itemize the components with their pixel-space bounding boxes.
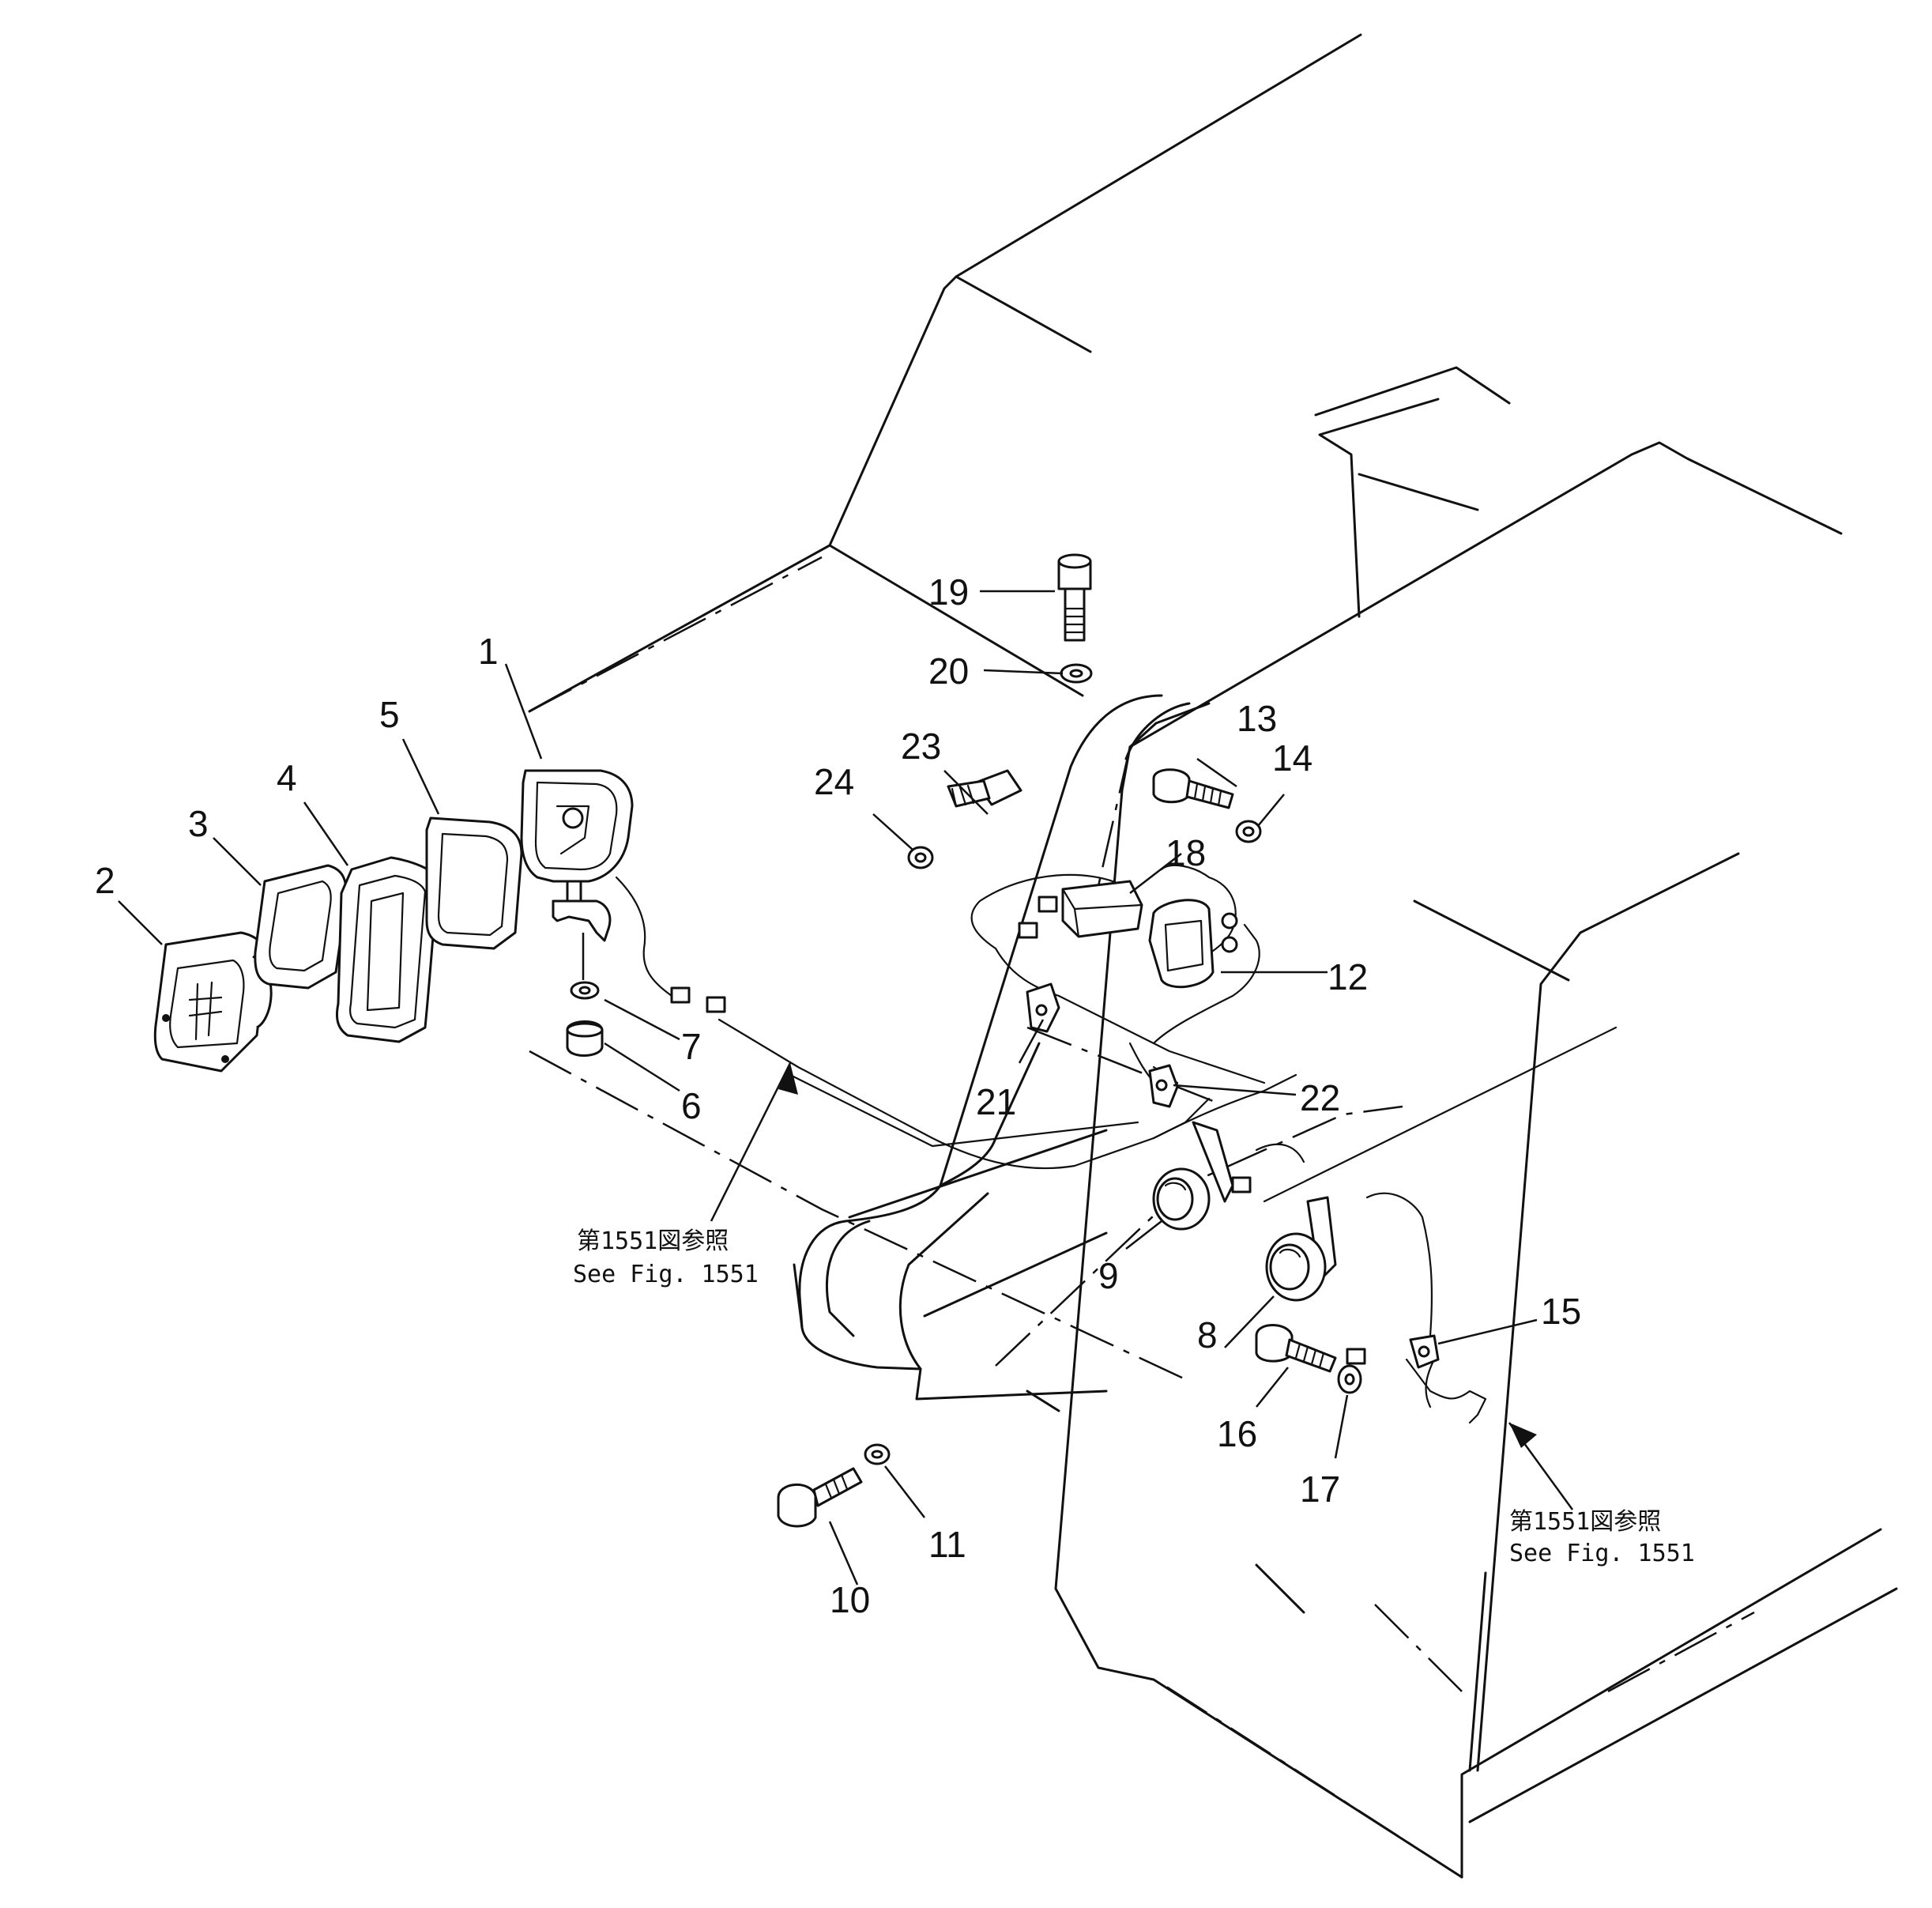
callout-14: 14 — [1272, 737, 1312, 779]
part-16-bolt — [1255, 1324, 1337, 1373]
callout-9: 9 — [1098, 1255, 1119, 1296]
callout-15: 15 — [1541, 1291, 1581, 1332]
callout-5: 5 — [379, 694, 400, 735]
lamp-bracket — [552, 899, 612, 980]
part-13-bolt — [1152, 768, 1234, 809]
callout-13: 13 — [1237, 698, 1277, 739]
part-10-bolt — [777, 1467, 863, 1528]
part-24-washer — [907, 846, 934, 869]
part-14-washer — [1235, 820, 1262, 843]
reference-left-jp: 第1551図参照 — [577, 1227, 729, 1255]
part-18-relay — [1061, 880, 1143, 938]
part-21-clip — [1026, 982, 1060, 1033]
reference-arrow-right — [1508, 1422, 1574, 1510]
machine-body-outline — [528, 33, 1898, 1879]
callout-labels: 1 2 3 4 5 6 7 8 9 10 11 12 13 14 15 16 1… — [95, 571, 1581, 1620]
callout-18: 18 — [1166, 832, 1206, 873]
callout-12: 12 — [1328, 956, 1368, 997]
part-23-bolt — [947, 769, 1022, 808]
part-22-clip — [1148, 1064, 1179, 1108]
figure-reference-left: 第1551図参照 See Fig. 1551 — [573, 1227, 759, 1288]
part-7-washer — [570, 981, 600, 1000]
callout-21: 21 — [976, 1081, 1016, 1122]
callout-7: 7 — [681, 1026, 702, 1067]
part-1-work-lamp — [520, 769, 634, 903]
part-19-bolt — [1057, 553, 1092, 642]
callout-8: 8 — [1197, 1314, 1218, 1356]
part-9-horn — [1152, 1121, 1234, 1231]
callout-23: 23 — [901, 726, 941, 767]
part-17-washer — [1337, 1364, 1362, 1394]
reference-arrow-left — [710, 1062, 798, 1222]
reference-left-en: See Fig. 1551 — [573, 1261, 759, 1288]
connectors — [670, 896, 1366, 1365]
part-8-horn — [1265, 1196, 1337, 1302]
part-4-gasket — [336, 856, 440, 1043]
part-20-washer — [1060, 663, 1093, 684]
callout-24: 24 — [814, 761, 854, 802]
part-15-clip — [1409, 1334, 1440, 1369]
callout-20: 20 — [928, 650, 969, 692]
callout-1: 1 — [478, 631, 499, 672]
callout-11: 11 — [928, 1524, 966, 1565]
frame-bracket — [793, 694, 1191, 1401]
callout-16: 16 — [1217, 1413, 1257, 1454]
figure-reference-right: 第1551図参照 See Fig. 1551 — [1509, 1508, 1695, 1567]
wiring-harness — [615, 864, 1618, 1424]
part-11-washer — [864, 1443, 891, 1465]
part-5-seal — [425, 816, 523, 950]
reference-right-en: See Fig. 1551 — [1509, 1540, 1695, 1567]
leader-lines — [118, 590, 1538, 1586]
callout-22: 22 — [1300, 1077, 1340, 1118]
part-6-nut — [566, 1020, 604, 1057]
part-2-lamp — [153, 931, 273, 1073]
part-3-bezel — [254, 864, 348, 990]
part-12-switch — [1148, 899, 1238, 989]
callout-6: 6 — [681, 1085, 702, 1126]
callout-19: 19 — [928, 571, 969, 613]
callout-17: 17 — [1300, 1469, 1340, 1510]
callout-2: 2 — [95, 860, 115, 901]
callout-4: 4 — [277, 757, 297, 798]
callout-10: 10 — [830, 1579, 870, 1620]
reference-right-jp: 第1551図参照 — [1509, 1508, 1661, 1536]
callout-3: 3 — [188, 803, 209, 844]
